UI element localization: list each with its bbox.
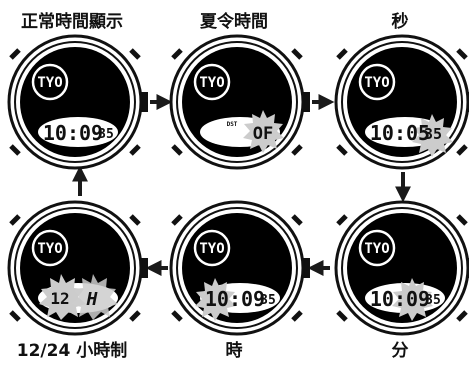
caption-minute: 分 [392, 341, 409, 361]
svg-text:OF: OF [253, 124, 273, 144]
svg-text:TYO: TYO [364, 75, 389, 91]
lcd-display: 10:09 35 [38, 117, 118, 147]
caption-seconds: 秒 [392, 11, 409, 32]
svg-text:35: 35 [98, 127, 114, 142]
svg-text:TYO: TYO [37, 75, 62, 91]
flash-burst [392, 278, 433, 321]
svg-text:10:05: 10:05 [370, 121, 430, 145]
svg-text:H: H [86, 289, 98, 310]
watch-crown [171, 48, 310, 156]
timezone-badge: TYO [193, 229, 231, 267]
svg-text:35: 35 [424, 125, 442, 143]
timezone-badge: TYO [358, 63, 396, 101]
svg-text:TYO: TYO [199, 75, 224, 91]
lcd-display: 12 H [38, 274, 118, 320]
timezone-badge: TYO [358, 229, 396, 267]
watch-12-24-hour: TYO 12 H [7, 200, 148, 336]
flow-arrows [72, 94, 411, 276]
watch-minute: TYO 10:09 35 [334, 200, 469, 336]
lcd-display: DST OF [200, 110, 284, 153]
caption-normal-time: 正常時間顯示 [21, 11, 123, 32]
caption-dst: 夏令時間 [200, 11, 268, 32]
watch-normal-time: TYO 10:09 35 [7, 34, 148, 170]
svg-text:DST: DST [227, 121, 238, 128]
flash-burst [39, 274, 86, 320]
timezone-badge: TYO [31, 63, 69, 101]
svg-text:TYO: TYO [37, 241, 62, 257]
lcd-display: 10:09 35 [365, 278, 445, 321]
svg-text:TYO: TYO [199, 241, 224, 257]
watch-crown [9, 48, 148, 156]
flash-burst [243, 110, 284, 153]
caption-hour: 時 [226, 340, 243, 361]
timezone-badge: TYO [31, 229, 69, 267]
timezone-badge: TYO [193, 63, 231, 101]
caption-12-24-hour: 12/24 小時制 [17, 340, 127, 361]
svg-text:35: 35 [260, 293, 276, 308]
watch-seconds: TYO 10:05 35 [334, 34, 469, 170]
svg-text:10:09: 10:09 [370, 287, 430, 311]
svg-text:12: 12 [50, 289, 69, 308]
lcd-display: 10:05 35 [365, 114, 453, 157]
watch-crown [9, 214, 148, 322]
flash-burst-right [71, 274, 118, 320]
svg-text:35: 35 [425, 293, 441, 308]
svg-text:10:09: 10:09 [43, 121, 103, 145]
svg-text:10:09: 10:09 [205, 287, 265, 311]
watch-dst: TYO DST OF [169, 34, 310, 170]
watch-hour: TYO 10:09 35 [169, 200, 310, 336]
flash-burst [412, 114, 453, 157]
lcd-display: 10:09 35 [195, 278, 280, 321]
flash-burst [195, 278, 236, 321]
svg-text:TYO: TYO [364, 241, 389, 257]
watch-crown [171, 214, 310, 322]
